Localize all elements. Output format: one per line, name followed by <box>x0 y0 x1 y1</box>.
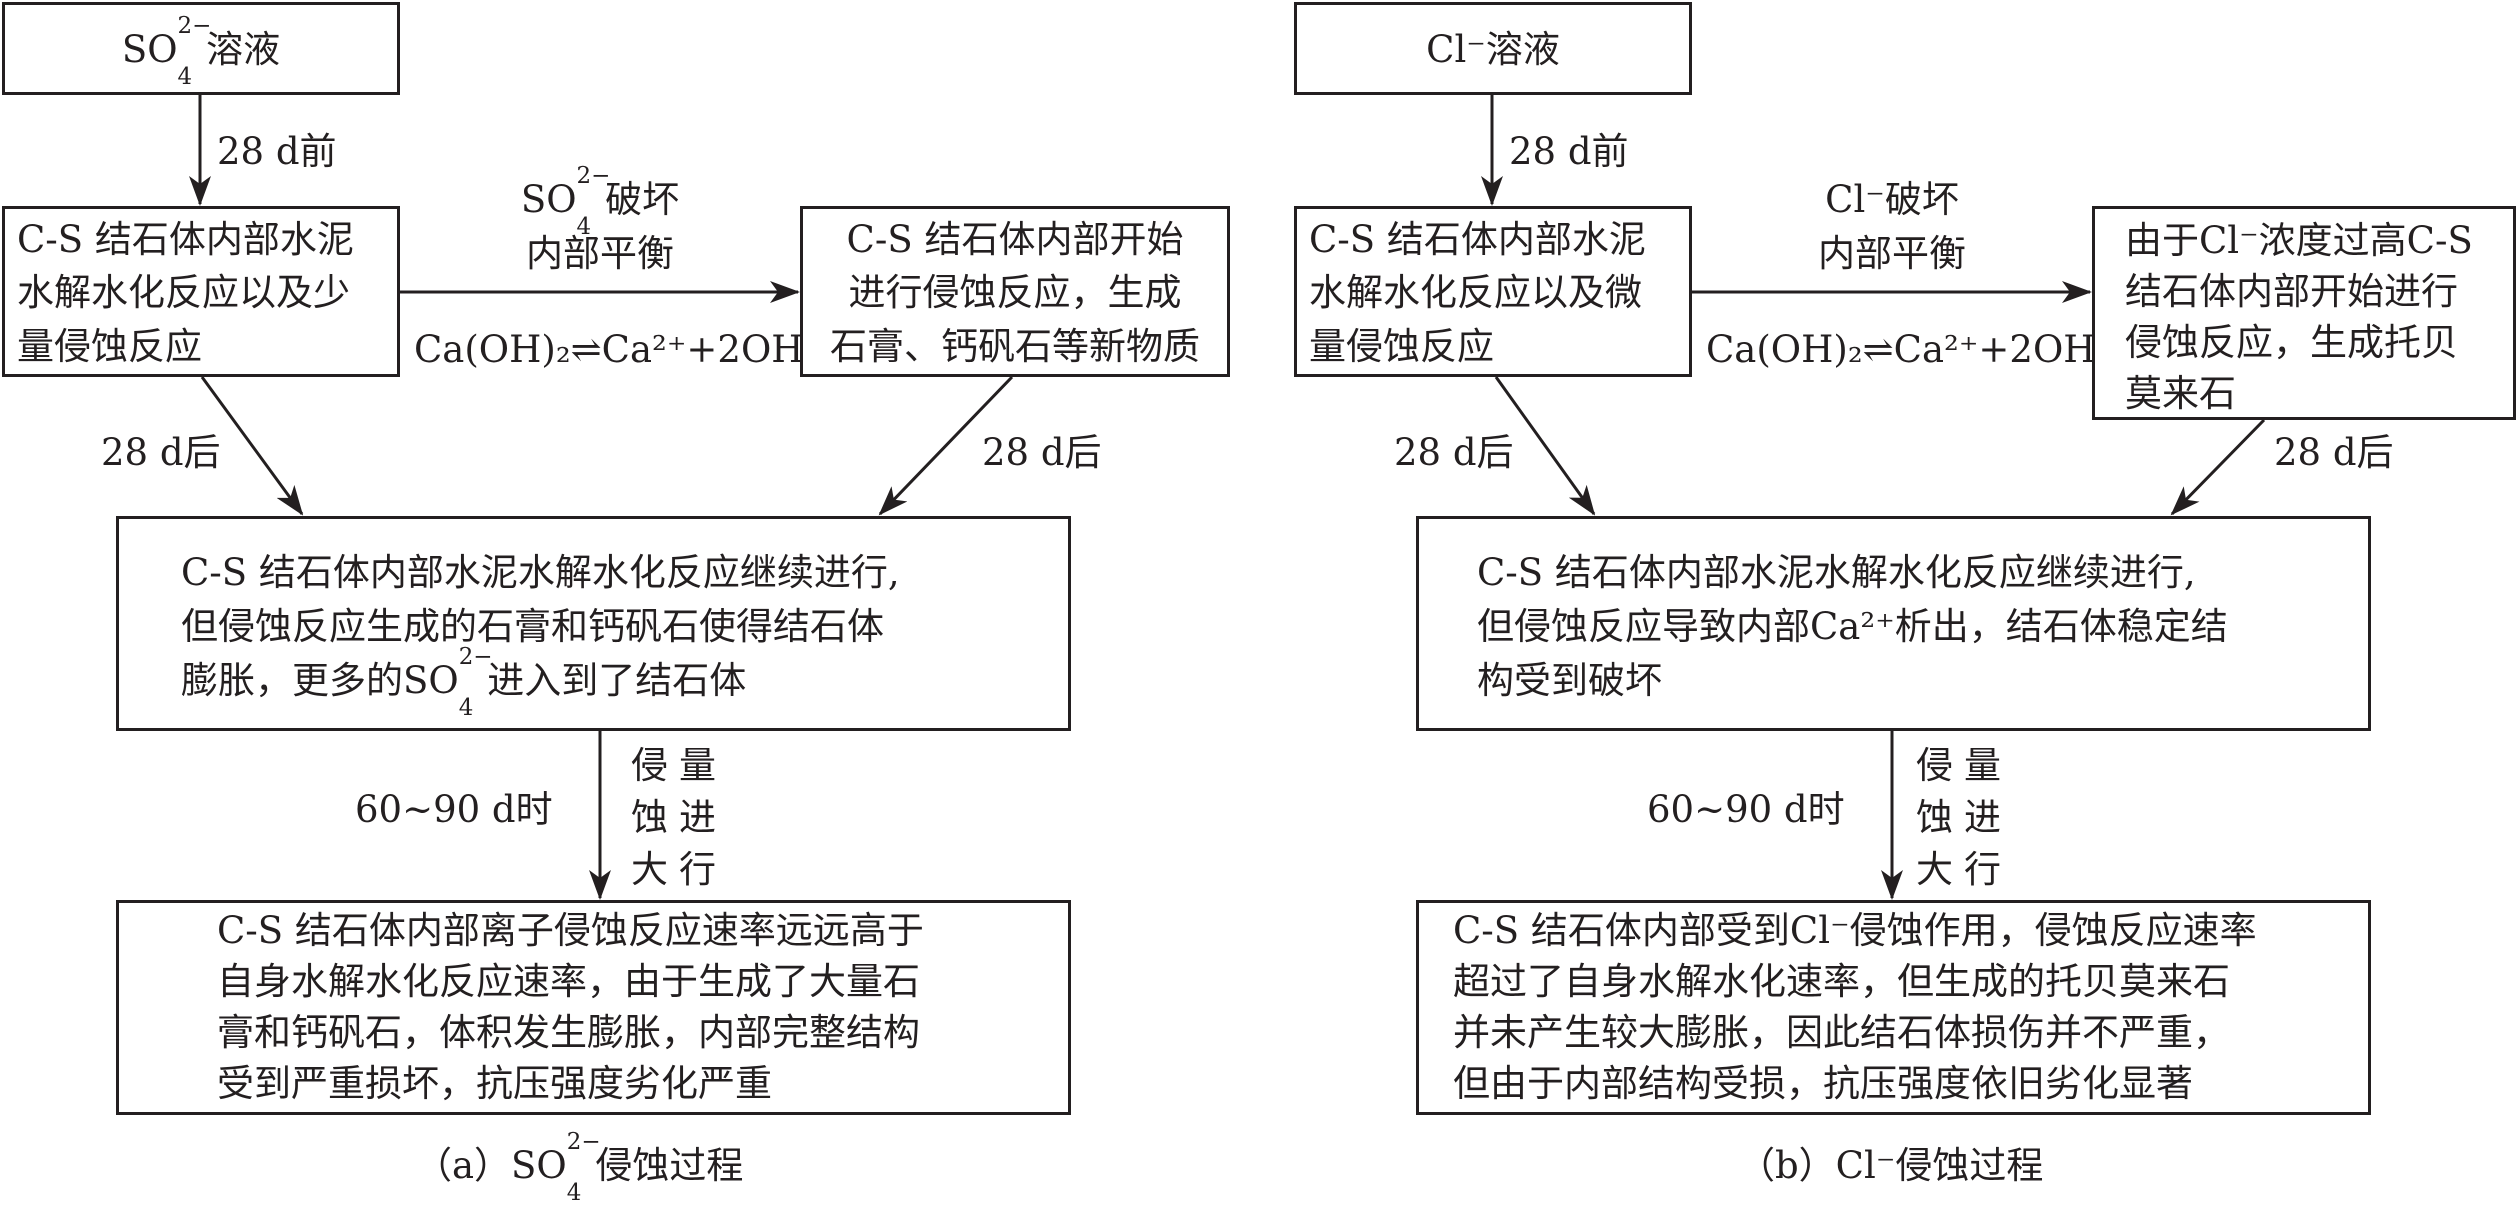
box-moderate-damage: C-S 结石体内部受到Cl⁻侵蚀作用，侵蚀反应速率 超过了自身水解水化速率，但生… <box>1416 900 2371 1115</box>
box-line: C-S 结石体内部离子侵蚀反应速率远远高于 <box>217 909 924 952</box>
box-line: 石膏、钙矾石等新物质 <box>830 325 1200 368</box>
equation-calcium-hydroxide: Ca(OH)₂⇌Ca²⁺+2OH⁻ <box>414 328 824 371</box>
arrow-right-to-middle <box>2170 418 2266 516</box>
label-60-90d: 60~90 d时 <box>355 788 553 831</box>
box-line: 由于Cl⁻浓度过高C-S <box>2125 219 2473 262</box>
box-line: 水解水化反应以及少 <box>17 271 350 314</box>
box-line: 结石体内部开始进行 <box>2125 270 2458 313</box>
box-line: 但侵蚀反应导致内部Ca²⁺析出，结石体稳定结 <box>1477 605 2228 648</box>
arrow-left-to-middle <box>200 376 304 516</box>
equation-calcium-hydroxide: Ca(OH)₂⇌Ca²⁺+2OH⁻ <box>1706 328 2116 371</box>
box-line: 超过了自身水解水化速率，但生成的托贝莫来石 <box>1453 960 2230 1003</box>
label-internal-balance: 内部平衡 <box>1818 232 1966 275</box>
box-line: C-S 结石体内部水泥水解水化反应继续进行, <box>1477 551 2196 594</box>
box-initial-hydration: C-S 结石体内部水泥 水解水化反应以及微 量侵蚀反应 <box>1294 206 1692 377</box>
box-line: 但侵蚀反应生成的石膏和钙矾石使得结石体 <box>181 605 884 648</box>
label-after-28d-right: 28 d后 <box>2274 431 2394 474</box>
side-text-col2: 量进行 <box>679 744 716 891</box>
box-line: 量侵蚀反应 <box>17 325 202 368</box>
caption-b: （b）Cl⁻侵蚀过程 <box>1738 1144 2044 1187</box>
side-text-col2: 量进行 <box>1964 744 2001 891</box>
box-line: 受到严重损坏，抗压强度劣化严重 <box>217 1062 772 1105</box>
connector-arrows <box>189 95 1014 900</box>
box-line: C-S 结石体内部水泥 <box>17 218 354 261</box>
side-text-col1: 侵蚀大 <box>1916 744 1953 891</box>
label-after-28d-left: 28 d后 <box>1394 431 1514 474</box>
label-60-90d: 60~90 d时 <box>1647 788 1845 831</box>
label-before-28d: 28 d前 <box>1509 130 1629 173</box>
arrow-right-to-middle <box>878 375 1014 516</box>
box-line: 构受到破坏 <box>1477 659 1662 702</box>
box-line: 膏和钙矾石，体积发生膨胀，内部完整结构 <box>217 1011 920 1054</box>
panel-chloride-erosion: Cl⁻溶液 28 d前 C-S 结石体内部水泥 水解水化反应以及微 量侵蚀反应 … <box>1260 0 2520 1204</box>
box-continued-hydration: C-S 结石体内部水泥水解水化反应继续进行, 但侵蚀反应导致内部Ca²⁺析出，结… <box>1416 516 2371 731</box>
box-line: C-S 结石体内部水泥水解水化反应继续进行, <box>181 551 900 594</box>
box-line: 水解水化反应以及微 <box>1309 271 1642 314</box>
box-line: 量侵蚀反应 <box>1309 325 1494 368</box>
box-initial-hydration: C-S 结石体内部水泥 水解水化反应以及少 量侵蚀反应 <box>2 206 400 377</box>
top-box-chloride-solution: Cl⁻溶液 <box>1294 2 1692 95</box>
box-line: 但由于内部结构受损，抗压强度依旧劣化显著 <box>1453 1062 2193 1105</box>
label-break-balance: Cl⁻破坏 <box>1825 178 1959 221</box>
box-line: 莫来石 <box>2125 372 2236 415</box>
label-internal-balance: 内部平衡 <box>526 232 674 275</box>
box-line: C-S 结石体内部开始 <box>846 218 1184 261</box>
box-line: 自身水解水化反应速率，由于生成了大量石 <box>217 960 920 1003</box>
label-after-28d-left: 28 d后 <box>101 431 221 474</box>
top-box-label: Cl⁻溶液 <box>1426 28 1560 71</box>
connector-arrows <box>1481 95 2266 900</box>
label-after-28d-right: 28 d后 <box>982 431 1102 474</box>
box-tobermorite-formation: 由于Cl⁻浓度过高C-S 结石体内部开始进行 侵蚀反应，生成托贝 莫来石 <box>2092 206 2516 420</box>
box-erosion-start: C-S 结石体内部开始 进行侵蚀反应，生成 石膏、钙矾石等新物质 <box>800 206 1230 377</box>
box-line: C-S 结石体内部受到Cl⁻侵蚀作用，侵蚀反应速率 <box>1453 909 2257 952</box>
box-line: C-S 结石体内部水泥 <box>1309 218 1646 261</box>
box-line: 侵蚀反应，生成托贝 <box>2125 321 2458 364</box>
arrow-left-to-middle <box>1494 376 1596 516</box>
side-text-col1: 侵蚀大 <box>631 744 668 891</box>
box-continued-hydration: C-S 结石体内部水泥水解水化反应继续进行, 但侵蚀反应生成的石膏和钙矾石使得结… <box>116 516 1071 731</box>
box-severe-damage: C-S 结石体内部离子侵蚀反应速率远远高于 自身水解水化反应速率，由于生成了大量… <box>116 900 1071 1115</box>
label-before-28d: 28 d前 <box>217 130 337 173</box>
box-line: 并未产生较大膨胀，因此结石体损伤并不严重， <box>1453 1011 2230 1054</box>
box-line: 进行侵蚀反应，生成 <box>848 271 1182 314</box>
